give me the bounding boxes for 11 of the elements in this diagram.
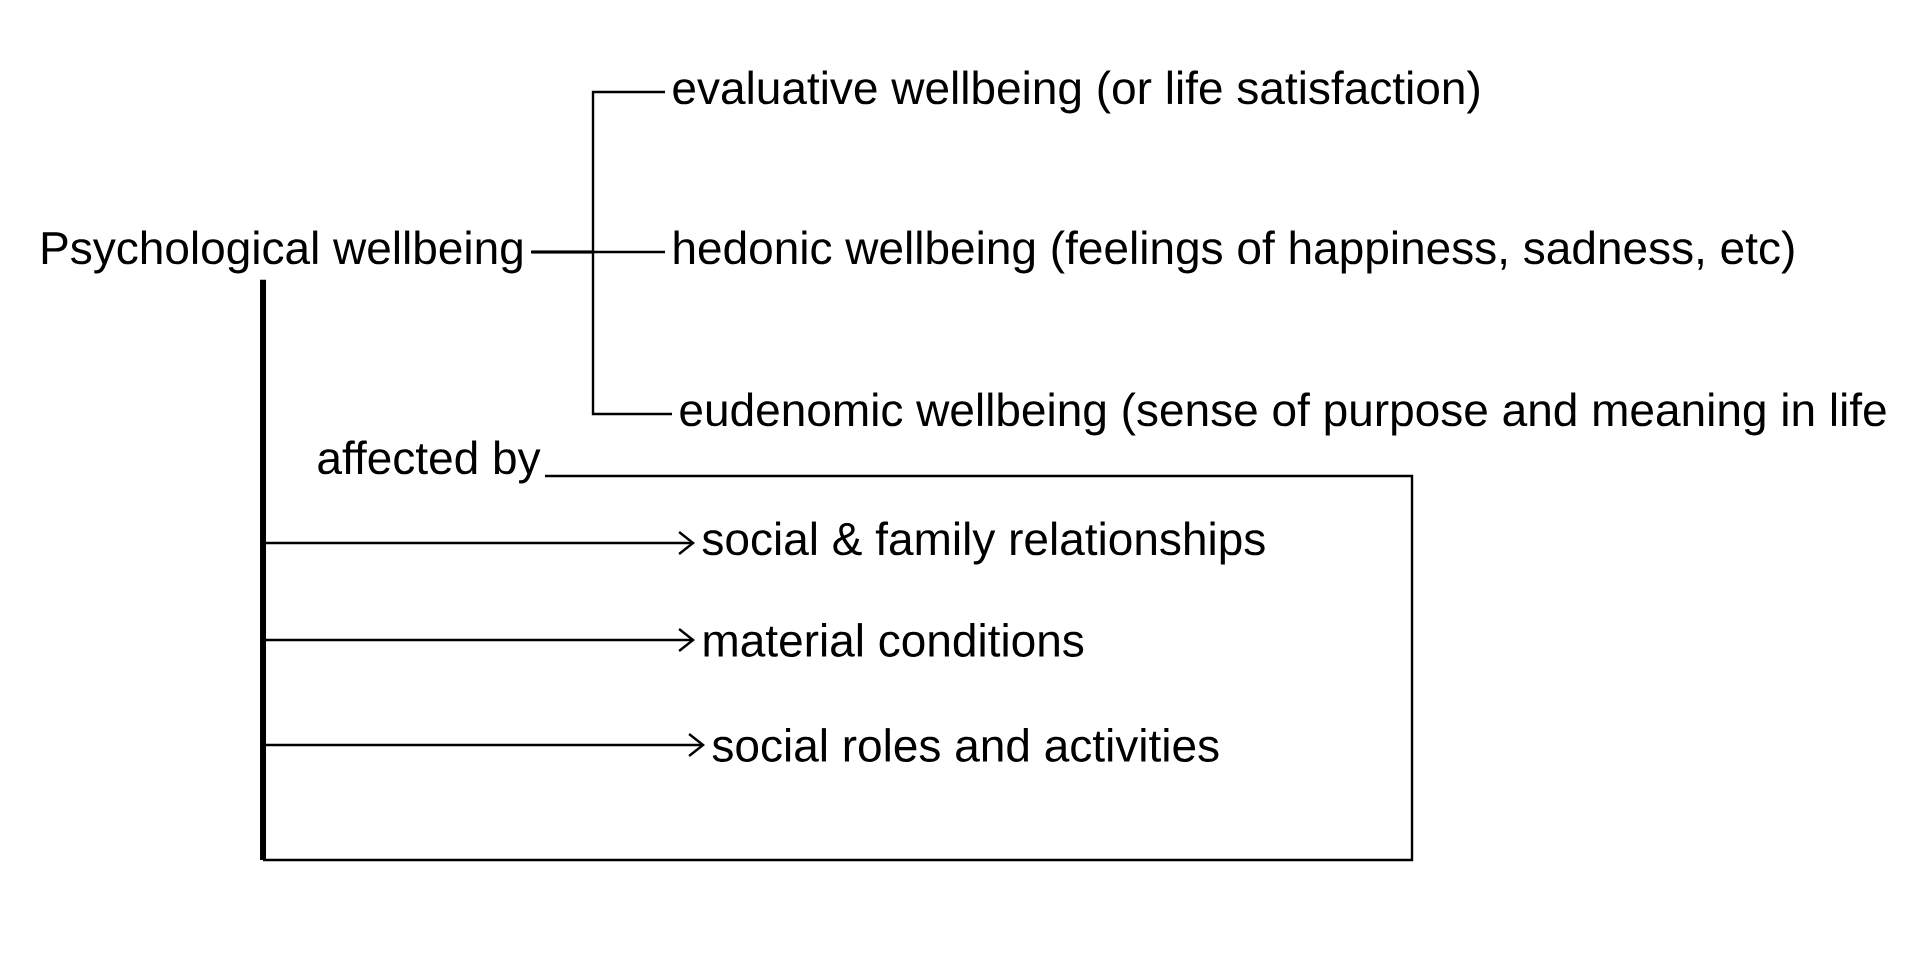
arrow: [266, 531, 695, 555]
branch-text: hedonic wellbeing (feelings of happiness, sadness, etc): [674, 230, 1794, 274]
topic-text: Psychological wellbeing: [42, 230, 522, 274]
item-text: social roles and activities: [712, 728, 1219, 762]
branch-text: eudenomic wellbeing (sense of purpose and meaning in life: [680, 392, 1886, 436]
item-text: social & family relationships: [702, 521, 1265, 565]
bracket-line: [531, 250, 672, 416]
arrow: [266, 628, 695, 652]
branch-text: evaluative wellbeing (or life satisfaction): [673, 70, 1479, 114]
arrow: [266, 733, 705, 757]
item-text: material conditions: [704, 623, 1084, 657]
